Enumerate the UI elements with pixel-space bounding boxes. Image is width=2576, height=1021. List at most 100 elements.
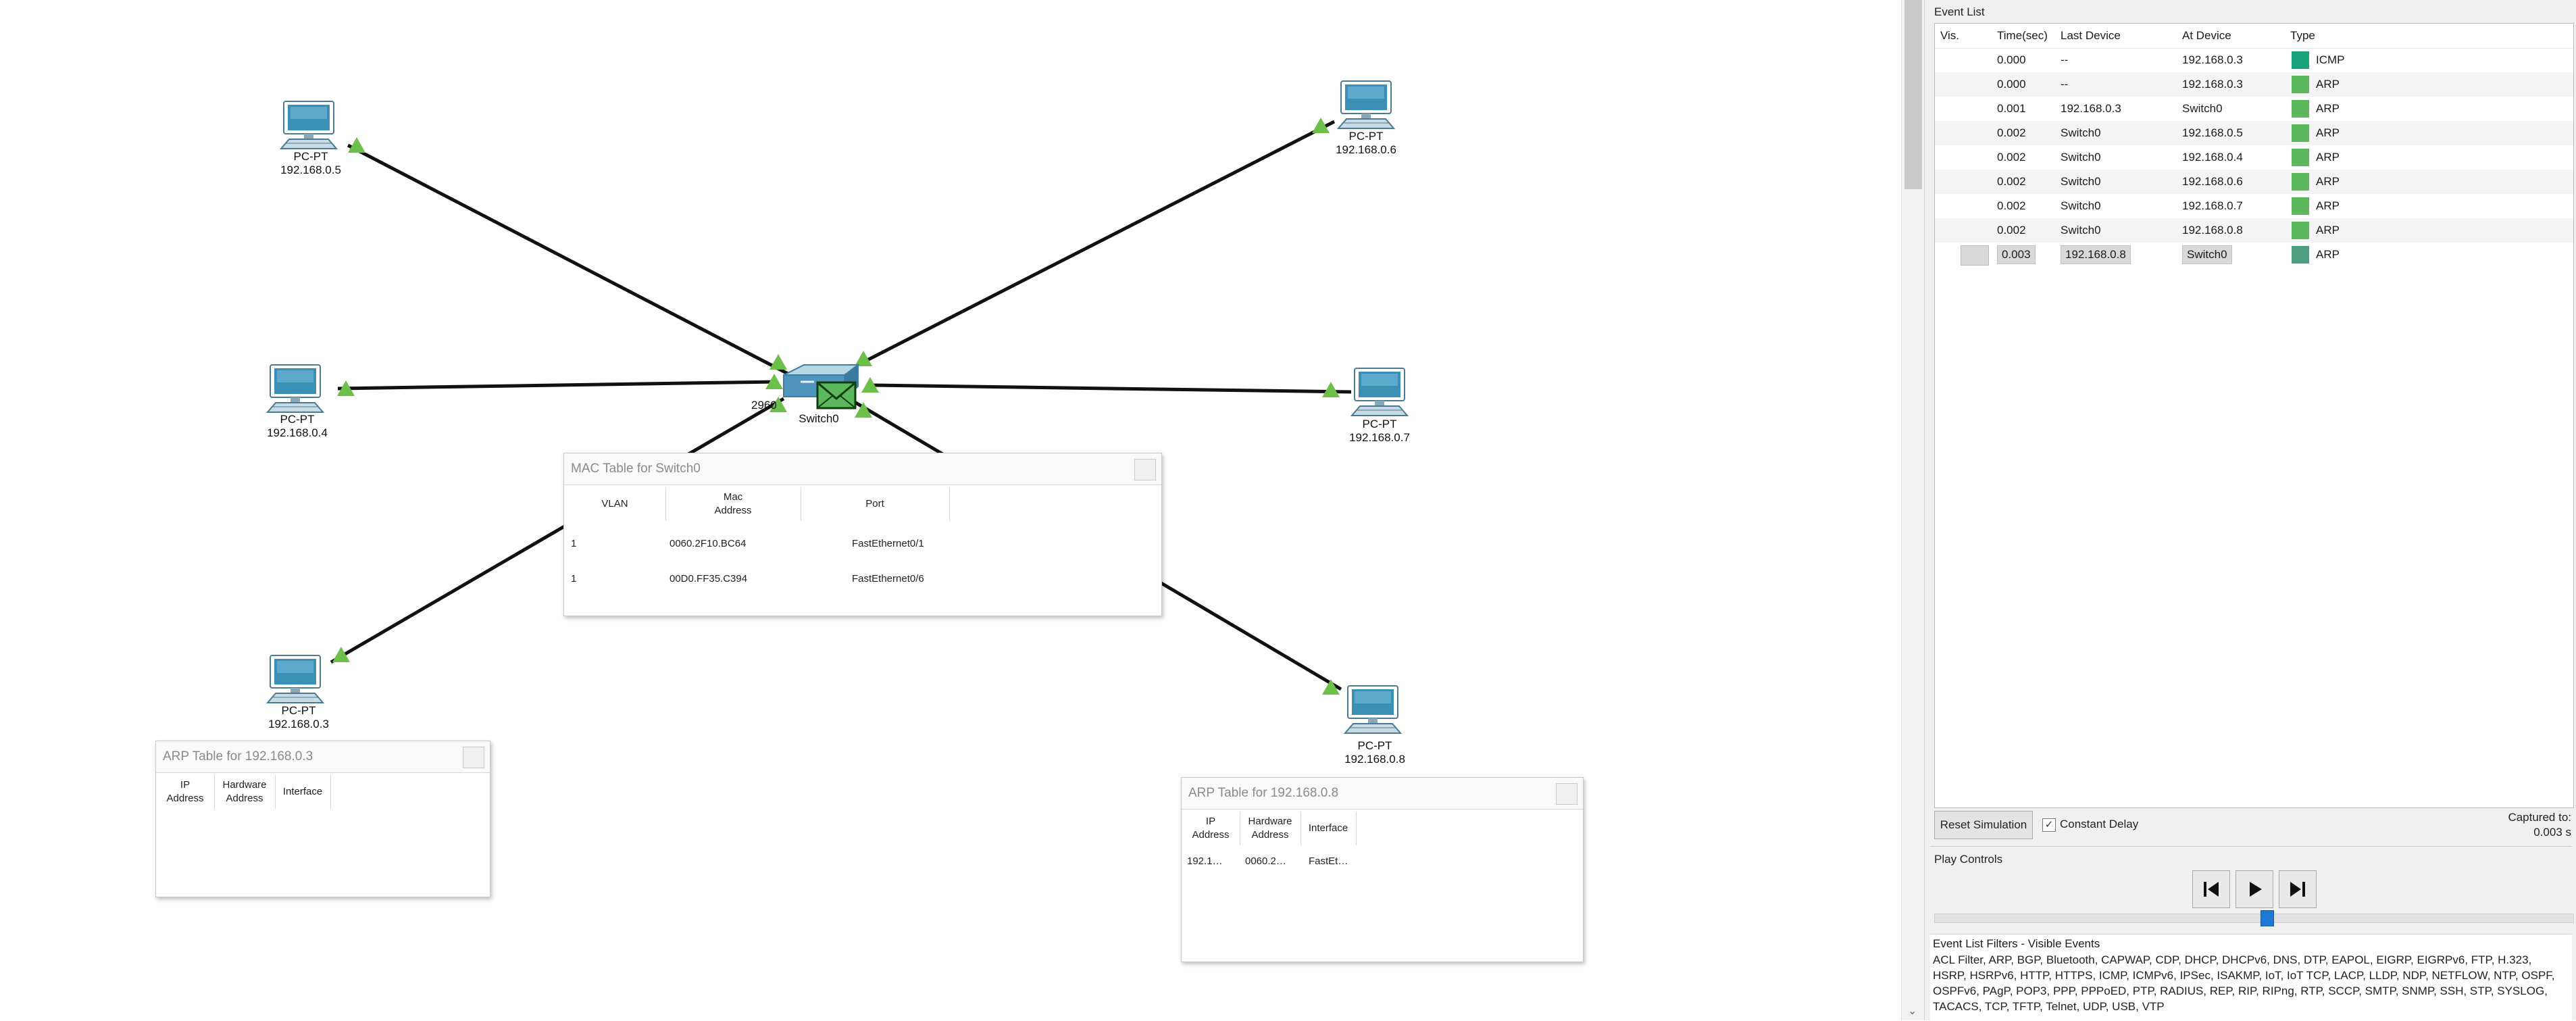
switch-name-label: Switch0 [799,412,839,425]
event-last-device: Switch0 [2061,199,2101,212]
constant-delay-label: Constant Delay [2060,818,2139,830]
pc-icon[interactable] [280,101,337,149]
close-icon[interactable] [1134,459,1156,480]
mac-col-address: Mac Address [665,487,801,521]
arp-table-title: ARP Table for 192.168.0.8 [1182,778,1583,810]
event-time: 0.002 [1997,199,2026,212]
arp-col-ip: IP Address [1182,812,1240,845]
mac-table-title: MAC Table for Switch0 [564,453,1161,485]
arp-row-iface: FastEt… [1309,855,1348,867]
arp-col-iface: Interface [275,775,331,809]
eye-icon[interactable] [1961,245,1989,266]
pc-icon[interactable] [267,655,324,703]
event-at-device: 192.168.0.8 [2182,224,2243,236]
event-type: ARP [2316,126,2340,139]
arp-table-title: ARP Table for 192.168.0.3 [156,741,490,773]
play-controls-label: Play Controls [1934,853,2003,866]
event-at-device: 192.168.0.7 [2182,199,2243,212]
link-pc3-switch [330,397,785,664]
event-time: 0.002 [1997,151,2026,164]
col-at-device: At Device [2182,29,2231,42]
step-back-icon[interactable] [2192,870,2230,908]
event-last-device: -- [2061,53,2069,66]
chevron-down-icon[interactable]: ⌄ [1908,1005,1917,1017]
play-icon[interactable] [2236,870,2273,908]
close-icon[interactable] [1556,783,1577,805]
scrollbar-thumb[interactable] [1904,0,1922,189]
checkbox-icon[interactable]: ✓ [2042,818,2056,832]
link-pc7-switch [871,383,1352,394]
event-type: ARP [2316,78,2340,91]
reset-simulation-button[interactable]: Reset Simulation [1934,811,2033,839]
event-last-device: -- [2061,78,2069,91]
close-icon[interactable] [463,747,484,768]
col-type: Type [2290,29,2315,42]
mac-row-address: 0060.2F10.BC64 [670,538,747,549]
event-type: ARP [2316,248,2340,261]
event-type-color [2292,124,2309,142]
slider-knob[interactable] [2261,910,2274,926]
event-time: 0.000 [1997,78,2026,91]
event-type-color [2292,51,2309,69]
playback-slider[interactable] [1934,910,2574,926]
link-pc6-switch [850,120,1336,370]
mac-row-port: FastEthernet0/1 [852,538,924,549]
switch-model-label: 2960 [751,399,777,412]
col-vis: Vis. [1940,29,1960,42]
pc-icon[interactable] [1351,368,1408,416]
step-forward-icon[interactable] [2279,870,2317,908]
event-at-device: 192.168.0.3 [2182,53,2243,66]
event-time: 0.000 [1997,53,2026,66]
event-at-device: Switch0 [2182,102,2223,115]
arp-table: IP Address Hardware Address Interface [156,775,490,890]
col-last-device: Last Device [2061,29,2121,42]
event-at-device: 192.168.0.5 [2182,126,2243,139]
mac-table-window[interactable]: MAC Table for Switch0 VLAN Mac Address P… [563,453,1162,616]
arp-col-hw: Hardware Address [214,775,276,809]
event-last-device: 192.168.0.8 [2061,245,2131,264]
event-type: ARP [2316,224,2340,236]
event-list[interactable]: Vis. Time(sec) Last Device At Device Typ… [1934,23,2574,808]
arp-table: IP Address Hardware Address Interface 19… [1182,812,1583,953]
workspace-scrollbar[interactable]: ⌄ [1901,0,1925,1020]
mac-col-port: Port [801,487,950,521]
event-time: 0.001 [1997,102,2026,115]
event-time: 0.002 [1997,126,2026,139]
event-list-title: Event List [1934,5,1985,18]
event-at-device: Switch0 [2182,245,2232,264]
pc-icon[interactable] [1338,80,1394,129]
captured-value: 0.003 s [2533,826,2571,839]
event-list-header: Vis. Time(sec) Last Device At Device Typ… [1935,24,2573,49]
event-type-color [2292,246,2309,264]
event-type: ARP [2316,175,2340,188]
filters-text: ACL Filter, ARP, BGP, Bluetooth, CAPWAP,… [1933,953,2555,1013]
mac-table: VLAN Mac Address Port 1 0060.2F10.BC64 F… [564,487,1161,609]
pc-icon[interactable] [267,364,324,413]
event-filters[interactable]: Event List Filters - Visible Events ACL … [1930,934,2572,1021]
arp-col-ip: IP Address [156,775,215,809]
mac-row-address: 00D0.FF35.C394 [670,573,748,584]
event-type: ARP [2316,102,2340,115]
link-pc5-switch [347,143,792,377]
event-at-device: 192.168.0.6 [2182,175,2243,188]
arp-table-window-pc8[interactable]: ARP Table for 192.168.0.8 IP Address Har… [1181,777,1584,962]
event-type: ARP [2316,199,2340,212]
arp-table-window-pc3[interactable]: ARP Table for 192.168.0.3 IP Address Har… [155,741,490,897]
envelope-icon[interactable] [816,381,857,409]
event-time: 0.002 [1997,175,2026,188]
pc-icon[interactable] [1344,685,1401,734]
event-row[interactable]: 0.002 Switch0 192.168.0.7 ARP [1935,194,2573,218]
arp-row-ip: 192.1… [1187,855,1223,867]
